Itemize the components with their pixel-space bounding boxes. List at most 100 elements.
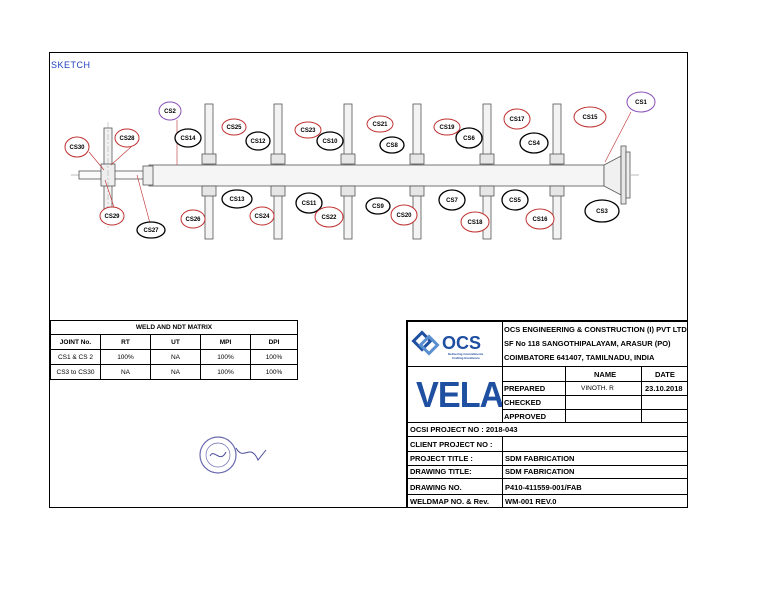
matrix-cell: 100% bbox=[200, 349, 251, 365]
prepared-date: 23.10.2018 bbox=[641, 381, 688, 396]
weld-joint-callout: CS2 bbox=[158, 101, 182, 121]
matrix-cell: NA bbox=[100, 364, 151, 380]
weldmap-label: WELDMAP NO. & Rev. bbox=[407, 494, 503, 508]
prepared-name: VINOTH. R bbox=[565, 381, 642, 396]
weld-joint-callout: CS20 bbox=[390, 204, 418, 226]
weld-joint-callout: CS19 bbox=[433, 118, 461, 136]
callout-label: CS24 bbox=[254, 214, 270, 220]
callout-label: CS19 bbox=[439, 125, 455, 131]
matrix-cell: CS3 to CS30 bbox=[50, 364, 101, 380]
branch-fitting bbox=[270, 185, 286, 197]
callout-label: CS22 bbox=[321, 215, 337, 221]
sketch-label: SKETCH bbox=[51, 60, 91, 70]
weld-joint-callout: CS1 bbox=[626, 91, 656, 113]
callout-label: CS14 bbox=[180, 136, 196, 142]
inspection-stamp bbox=[199, 436, 267, 474]
callout-label: CS13 bbox=[229, 197, 245, 203]
weld-joint-callout: CS24 bbox=[249, 206, 275, 226]
branch-fitting bbox=[340, 153, 356, 165]
checked-label: CHECKED bbox=[502, 395, 566, 410]
client-project-label: CLIENT PROJECT NO : bbox=[407, 436, 503, 452]
weld-joint-callout: CS14 bbox=[174, 128, 202, 148]
branch-fitting bbox=[479, 185, 495, 197]
project-title-value: SDM FABRICATION bbox=[502, 451, 688, 466]
matrix-header-cell: DPI bbox=[250, 334, 298, 350]
drawing-frame bbox=[49, 52, 688, 508]
weld-joint-callout: CS29 bbox=[99, 206, 125, 226]
company-address: OCS ENGINEERING & CONSTRUCTION (I) PVT L… bbox=[502, 321, 688, 367]
ocs-logo-icon: OCS Delivering Commitments Crafting Exce… bbox=[411, 330, 484, 360]
callout-label: CS1 bbox=[635, 100, 647, 106]
client-project-value bbox=[502, 436, 688, 452]
weld-joint-callout: CS25 bbox=[221, 118, 247, 136]
weld-joint-callout: CS22 bbox=[314, 206, 344, 228]
drawing-title-label: DRAWING TITLE: bbox=[407, 465, 503, 479]
weld-joint-callout: CS15 bbox=[573, 106, 607, 128]
matrix-cell: 100% bbox=[200, 364, 251, 380]
weld-joint-callout: CS12 bbox=[245, 131, 271, 151]
branch-fitting bbox=[549, 185, 565, 197]
branch-fitting bbox=[201, 185, 217, 197]
branch-fitting bbox=[549, 153, 565, 165]
callout-label: CS12 bbox=[250, 139, 266, 145]
weld-joint-callout: CS4 bbox=[519, 132, 549, 154]
weld-joint-callout: CS7 bbox=[438, 189, 466, 211]
weld-joint-callout: CS5 bbox=[501, 189, 529, 211]
prepared-label: PREPARED bbox=[502, 381, 566, 396]
leader-line bbox=[88, 151, 105, 171]
matrix-cell: 100% bbox=[250, 364, 298, 380]
signoff-corner bbox=[502, 366, 566, 382]
callout-label: CS6 bbox=[463, 136, 475, 142]
callout-label: CS30 bbox=[69, 145, 85, 151]
branch-fitting bbox=[201, 153, 217, 165]
checked-name bbox=[565, 395, 642, 410]
svg-text:Delivering Commitments: Delivering Commitments bbox=[448, 352, 484, 356]
weld-joint-callout: CS27 bbox=[136, 221, 166, 239]
drawing-no-label: DRAWING NO. bbox=[407, 478, 503, 495]
callout-label: CS7 bbox=[446, 198, 458, 204]
weld-joint-callout: CS17 bbox=[503, 108, 531, 130]
weld-joint-callout: CS16 bbox=[525, 208, 555, 230]
matrix-cell: 100% bbox=[250, 349, 298, 365]
callout-label: CS10 bbox=[322, 139, 338, 145]
branch-fitting bbox=[340, 185, 356, 197]
callout-label: CS2 bbox=[164, 109, 176, 115]
weld-joint-callout: CS10 bbox=[316, 131, 344, 151]
callout-label: CS5 bbox=[509, 198, 521, 204]
signoff-date-header: DATE bbox=[641, 366, 688, 382]
callout-label: CS18 bbox=[467, 220, 483, 226]
callout-label: CS8 bbox=[386, 143, 398, 149]
drawing-no-value: P410-411559-001/FAB bbox=[502, 478, 688, 495]
approved-date bbox=[641, 409, 688, 423]
callout-label: CS17 bbox=[509, 117, 525, 123]
callout-label: CS3 bbox=[596, 209, 608, 215]
approved-name bbox=[565, 409, 642, 423]
weld-joint-callout: CS3 bbox=[584, 199, 620, 223]
weld-joint-callout: CS9 bbox=[365, 197, 391, 215]
callout-label: CS26 bbox=[185, 217, 201, 223]
callout-label: CS21 bbox=[372, 122, 388, 128]
callout-label: CS4 bbox=[528, 141, 540, 147]
weld-joint-callout: CS23 bbox=[294, 121, 322, 139]
pipe-sketch: CS1CS2CS3CS4CS5CS6CS7CS8CS9CS10CS11CS12C… bbox=[64, 91, 656, 240]
matrix-title: WELD AND NDT MATRIX bbox=[50, 320, 298, 335]
leader-line bbox=[110, 146, 132, 166]
svg-text:Crafting Excellence: Crafting Excellence bbox=[452, 356, 480, 360]
callout-label: CS11 bbox=[302, 201, 317, 207]
branch-fitting bbox=[409, 185, 425, 197]
weld-joint-callout: CS18 bbox=[460, 211, 490, 233]
callout-label: CS27 bbox=[143, 228, 159, 234]
callout-label: CS20 bbox=[396, 213, 412, 219]
leader-line bbox=[136, 174, 152, 228]
weld-joint-callout: CS26 bbox=[180, 209, 206, 229]
matrix-header-cell: RT bbox=[100, 334, 151, 350]
approved-label: APPROVED bbox=[502, 409, 566, 423]
matrix-cell: NA bbox=[150, 364, 201, 380]
branch-fitting bbox=[479, 153, 495, 165]
project-title-label: PROJECT TITLE : bbox=[407, 451, 503, 466]
ocsi-project-no: OCSI PROJECT NO : 2018-043 bbox=[407, 422, 688, 437]
weld-joint-callout: CS11 bbox=[295, 192, 323, 214]
